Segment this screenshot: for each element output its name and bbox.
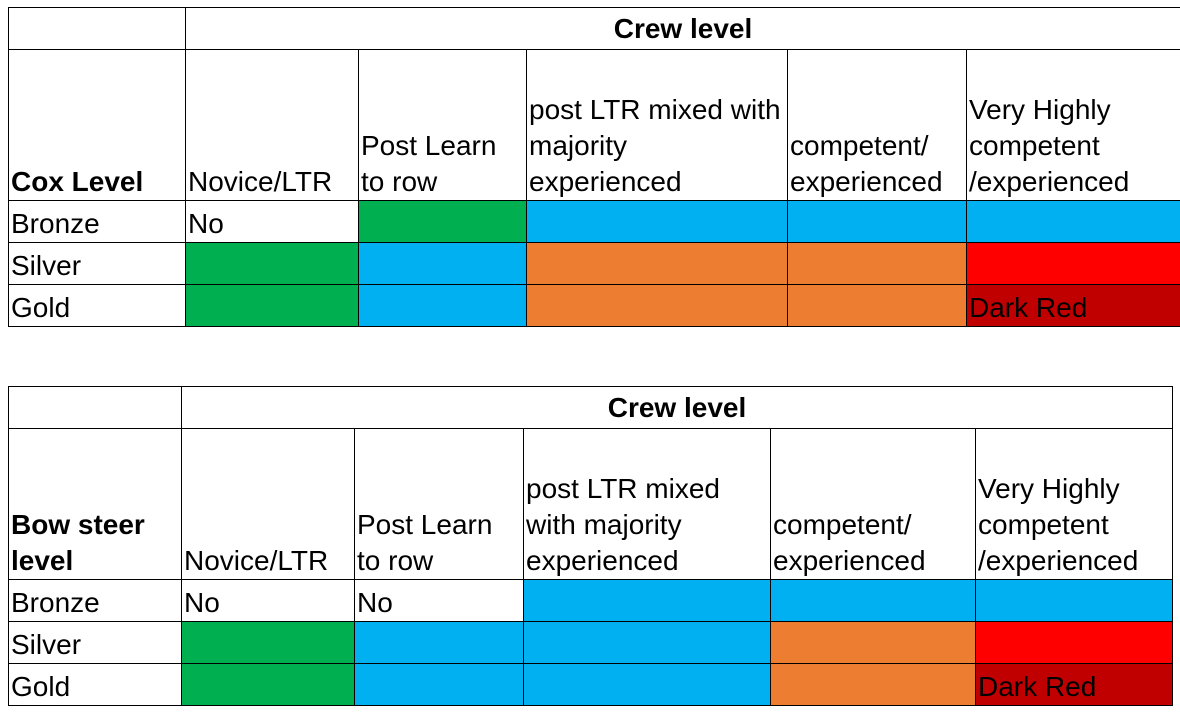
row-label: Gold [8, 284, 186, 327]
table-cell [770, 663, 976, 706]
table-cell [358, 242, 527, 285]
table-cell [787, 242, 967, 285]
table-cell [354, 621, 524, 664]
row-header-cox-level: Cox Level [8, 49, 186, 201]
row-label: Silver [8, 621, 182, 664]
table-cell: No [181, 579, 355, 622]
column-header-post-ltr-mixed: post LTR mixed with majority experienced [523, 428, 771, 580]
table-cell [523, 663, 771, 706]
row-header-bow-steer-level: Bow steer level [8, 428, 182, 580]
column-header-competent: competent/ experienced [787, 49, 967, 201]
column-header-novice: Novice/LTR [181, 428, 355, 580]
row-label: Gold [8, 663, 182, 706]
table-cell [526, 242, 788, 285]
column-header-competent: competent/ experienced [770, 428, 976, 580]
table-row: Silver [8, 242, 1180, 285]
bow-steer-level-table: Crew level Bow steer level Novice/LTR Po… [8, 386, 1174, 706]
table-row: Bronze No [8, 200, 1180, 243]
table-cell [787, 200, 967, 243]
table-cell: No [185, 200, 359, 243]
column-header-very-highly-competent: Very Highly competent /experienced [974, 428, 1174, 580]
table-cell [354, 663, 524, 706]
table-cell [523, 621, 771, 664]
table-cell [965, 242, 1180, 285]
table-cell: Dark Red [965, 284, 1180, 327]
table-cell [185, 284, 359, 327]
table-cell [358, 200, 527, 243]
table-row: Gold Dark Red [8, 284, 1180, 327]
row-label: Silver [8, 242, 186, 285]
table-cell [974, 579, 1174, 622]
table-cell [358, 284, 527, 327]
table-cell: No [354, 579, 524, 622]
column-header-novice: Novice/LTR [185, 49, 359, 201]
table-cell [770, 621, 976, 664]
table-cell [974, 621, 1174, 664]
empty-corner-cell [8, 7, 186, 50]
column-header-very-highly-competent: Very Highly competent /experienced [965, 49, 1180, 201]
table-cell [526, 200, 788, 243]
column-header-post-ltr-mixed: post LTR mixed with majority experienced [526, 49, 788, 201]
column-header-post-learn: Post Learn to row [358, 49, 527, 201]
table-cell [787, 284, 967, 327]
empty-corner-cell [8, 386, 182, 429]
table-cell [523, 579, 771, 622]
table-cell: Dark Red [974, 663, 1174, 706]
table-cell [181, 621, 355, 664]
table-cell [770, 579, 976, 622]
table-cell [526, 284, 788, 327]
table-row: Gold Dark Red [8, 663, 1174, 706]
crew-level-header: Crew level [180, 386, 1174, 429]
table-row: Bronze No No [8, 579, 1174, 622]
table-cell [185, 242, 359, 285]
column-header-post-learn: Post Learn to row [354, 428, 524, 580]
cox-level-table: Crew level Cox Level Novice/LTR Post Lea… [8, 7, 1180, 327]
table-cell [181, 663, 355, 706]
crew-level-header: Crew level [184, 7, 1180, 50]
table-cell [965, 200, 1180, 243]
table-row: Silver [8, 621, 1174, 664]
row-label: Bronze [8, 579, 182, 622]
row-label: Bronze [8, 200, 186, 243]
